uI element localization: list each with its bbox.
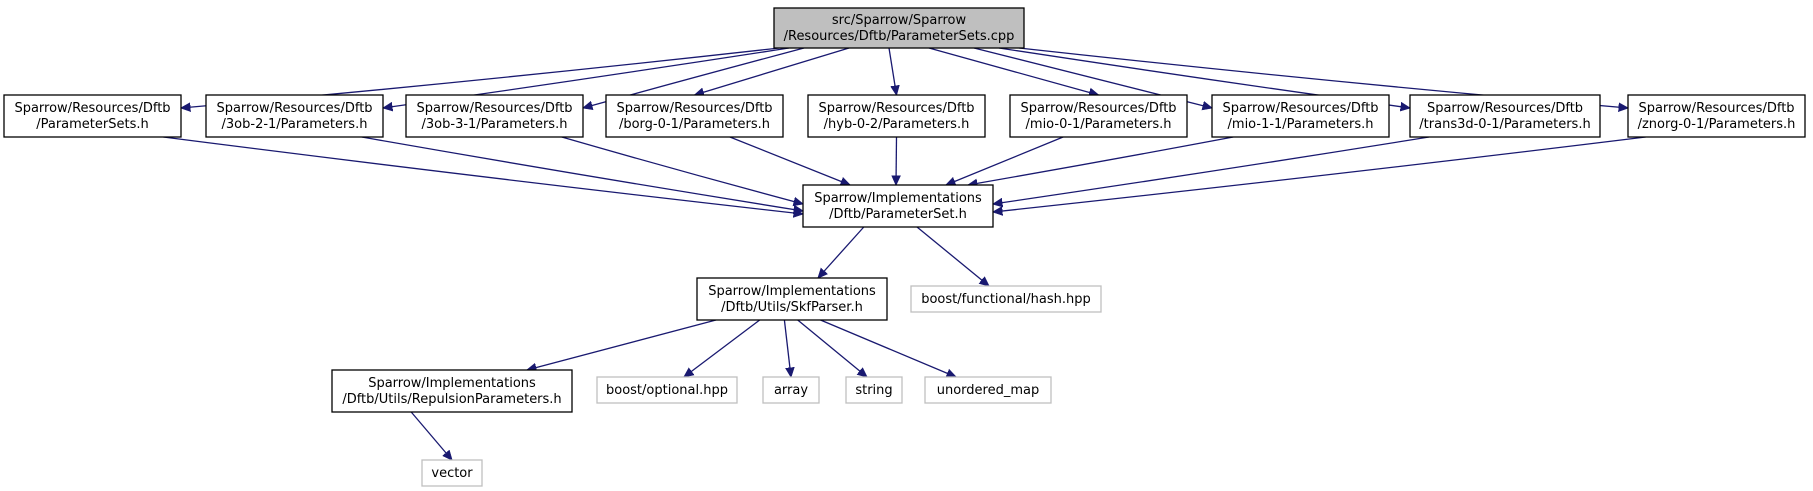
edge-parameterset_h-to-skfparser_h: [818, 226, 865, 278]
node-box: [1211, 94, 1390, 138]
node-label-line: /ParameterSets.h: [36, 117, 149, 132]
edge-3ob21_h-to-parameterset_h: [361, 136, 803, 211]
node-array: array: [762, 376, 820, 404]
node-label-line: /hyb-0-2/Parameters.h: [824, 117, 970, 132]
node-label-line: array: [774, 383, 808, 398]
edge-repulsion_h-to-vector: [410, 411, 452, 460]
node-label-line: /trans3d-0-1/Parameters.h: [1419, 117, 1590, 132]
node-borg01-h[interactable]: Sparrow/Resources/Dftb/borg-0-1/Paramete…: [605, 94, 784, 138]
nodes-layer: src/Sparrow/Sparrow/Resources/Dftb/Param…: [3, 7, 1806, 487]
node-box: [910, 285, 1102, 313]
node-label-line: /znorg-0-1/Parameters.h: [1638, 117, 1796, 132]
edge-skfparser_h-to-string: [797, 319, 867, 377]
node-box: [596, 376, 738, 404]
edge-parametersets_cpp-to-mio01_h: [928, 47, 1099, 95]
edge-znorg01_h-to-parameterset_h: [993, 136, 1646, 212]
node-box: [807, 94, 986, 138]
node-label-line: /mio-1-1/Parameters.h: [1228, 117, 1374, 132]
node-label-line: /3ob-3-1/Parameters.h: [422, 117, 568, 132]
node-box: [605, 94, 784, 138]
node-znorg01-h[interactable]: Sparrow/Resources/Dftb/znorg-0-1/Paramet…: [1627, 94, 1806, 138]
node-label-line: Sparrow/Resources/Dftb: [1427, 101, 1583, 116]
node-parameterset-h[interactable]: Sparrow/Implementations/Dftb/ParameterSe…: [802, 184, 994, 228]
node-parametersets-h[interactable]: Sparrow/Resources/Dftb/ParameterSets.h: [3, 94, 182, 138]
node-box: [205, 94, 384, 138]
node-3ob21-h[interactable]: Sparrow/Resources/Dftb/3ob-2-1/Parameter…: [205, 94, 384, 138]
node-label-line: /3ob-2-1/Parameters.h: [222, 117, 368, 132]
node-label-line: unordered_map: [937, 383, 1040, 398]
node-box: [331, 369, 573, 413]
node-label-line: boost/functional/hash.hpp: [921, 292, 1091, 307]
edge-mio01_h-to-parameterset_h: [946, 136, 1064, 185]
node-box: [3, 94, 182, 138]
node-label-line: /mio-0-1/Parameters.h: [1026, 117, 1172, 132]
edge-skfparser_h-to-optional_hpp: [684, 319, 761, 377]
edge-parametersets_h-to-parameterset_h: [163, 136, 803, 214]
node-label-line: Sparrow/Resources/Dftb: [818, 101, 974, 116]
node-hash-hpp: boost/functional/hash.hpp: [910, 285, 1102, 313]
edge-parametersets_cpp-to-borg01_h: [695, 47, 850, 95]
node-label-line: Sparrow/Resources/Dftb: [1638, 101, 1794, 116]
node-box: [696, 277, 888, 321]
node-label-line: /Dftb/Utils/SkfParser.h: [721, 300, 863, 315]
node-label-line: boost/optional.hpp: [606, 383, 728, 398]
node-box: [773, 7, 1025, 49]
node-box: [1409, 94, 1601, 138]
edge-mio11_h-to-parameterset_h: [968, 136, 1234, 185]
node-label-line: /Resources/Dftb/ParameterSets.cpp: [784, 29, 1015, 44]
node-label-line: Sparrow/Implementations: [814, 191, 982, 206]
node-string: string: [845, 376, 903, 404]
node-box: [405, 94, 584, 138]
node-mio11-h[interactable]: Sparrow/Resources/Dftb/mio-1-1/Parameter…: [1211, 94, 1390, 138]
edge-borg01_h-to-parameterset_h: [729, 136, 850, 185]
node-label-line: Sparrow/Resources/Dftb: [216, 101, 372, 116]
node-label-line: Sparrow/Implementations: [708, 284, 876, 299]
edge-skfparser_h-to-array: [783, 319, 791, 377]
edge-skfparser_h-to-repulsion_h: [527, 319, 717, 370]
node-3ob31-h[interactable]: Sparrow/Resources/Dftb/3ob-3-1/Parameter…: [405, 94, 584, 138]
node-label-line: Sparrow/Implementations: [368, 376, 536, 391]
edge-trans3d01_h-to-parameterset_h: [993, 136, 1430, 204]
node-mio01-h[interactable]: Sparrow/Resources/Dftb/mio-0-1/Parameter…: [1009, 94, 1188, 138]
node-optional-hpp: boost/optional.hpp: [596, 376, 738, 404]
node-box: [1009, 94, 1188, 138]
node-box: [845, 376, 903, 404]
node-label-line: Sparrow/Resources/Dftb: [1020, 101, 1176, 116]
node-label-line: string: [855, 383, 892, 398]
edges-layer: [163, 47, 1646, 460]
node-box: [924, 376, 1052, 404]
node-unordered-map: unordered_map: [924, 376, 1052, 404]
node-label-line: /borg-0-1/Parameters.h: [619, 117, 770, 132]
node-box: [421, 459, 483, 487]
node-skfparser-h[interactable]: Sparrow/Implementations/Dftb/Utils/SkfPa…: [696, 277, 888, 321]
node-trans3d01-h[interactable]: Sparrow/Resources/Dftb/trans3d-0-1/Param…: [1409, 94, 1601, 138]
node-label-line: Sparrow/Resources/Dftb: [416, 101, 572, 116]
node-box: [802, 184, 994, 228]
node-parametersets-cpp[interactable]: src/Sparrow/Sparrow/Resources/Dftb/Param…: [773, 7, 1025, 49]
node-label-line: Sparrow/Resources/Dftb: [14, 101, 170, 116]
edge-hyb02_h-to-parameterset_h: [896, 136, 897, 185]
node-label-line: Sparrow/Resources/Dftb: [616, 101, 772, 116]
node-label-line: /Dftb/ParameterSet.h: [829, 207, 967, 222]
node-repulsion-h[interactable]: Sparrow/Implementations/Dftb/Utils/Repul…: [331, 369, 573, 413]
edge-parameterset_h-to-hash_hpp: [916, 226, 989, 286]
edge-parametersets_cpp-to-hyb02_h: [888, 47, 897, 95]
node-label-line: src/Sparrow/Sparrow: [832, 13, 967, 28]
node-label-line: /Dftb/Utils/RepulsionParameters.h: [342, 392, 561, 407]
node-label-line: vector: [431, 466, 473, 481]
node-box: [1627, 94, 1806, 138]
edge-3ob31_h-to-parameterset_h: [561, 136, 803, 204]
node-vector: vector: [421, 459, 483, 487]
node-hyb02-h[interactable]: Sparrow/Resources/Dftb/hyb-0-2/Parameter…: [807, 94, 986, 138]
node-label-line: Sparrow/Resources/Dftb: [1222, 101, 1378, 116]
edge-skfparser_h-to-unordered_map: [820, 319, 957, 377]
node-box: [762, 376, 820, 404]
